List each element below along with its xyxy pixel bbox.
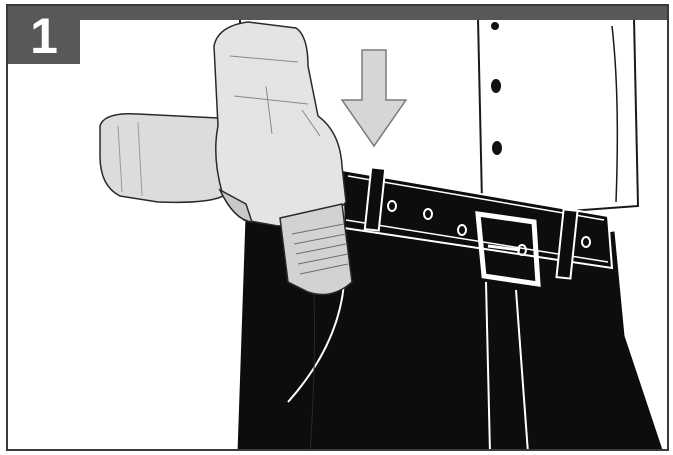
instruction-panel: 1: [6, 4, 669, 451]
drill-chuck: [280, 204, 352, 294]
header-bar: [8, 6, 667, 20]
shirt-button: [491, 22, 499, 30]
step-number: 1: [30, 11, 58, 61]
shirt-button: [491, 79, 501, 93]
drill-belt-illustration: [8, 6, 669, 451]
step-badge: 1: [8, 6, 80, 64]
shirt-button: [492, 141, 502, 155]
